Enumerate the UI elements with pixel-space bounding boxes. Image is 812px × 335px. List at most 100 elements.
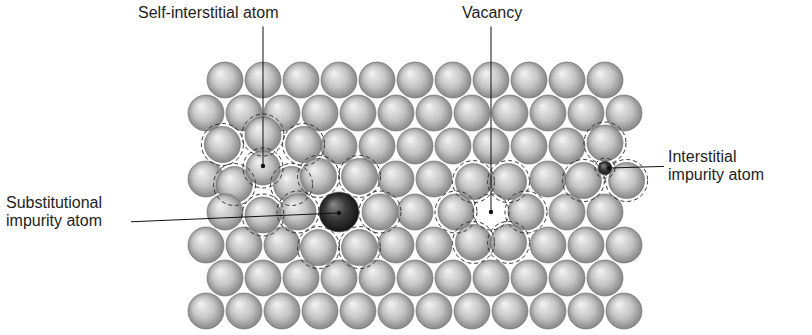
leader-dot — [261, 164, 265, 168]
strain-outline — [242, 194, 284, 236]
host-atom — [454, 293, 490, 329]
host-atom — [606, 293, 642, 329]
strain-outline — [488, 221, 530, 263]
host-atom — [245, 197, 281, 233]
host-atom — [397, 260, 433, 296]
host-atom — [341, 230, 377, 266]
host-atom — [416, 161, 452, 197]
host-atom — [416, 293, 452, 329]
strain-outline — [283, 123, 325, 165]
host-atom — [492, 95, 528, 131]
leader-line — [491, 26, 492, 212]
host-atom — [549, 194, 585, 230]
host-atom — [340, 95, 376, 131]
strain-outline — [505, 191, 547, 233]
host-atom — [435, 128, 471, 164]
callout-label: Self-interstitial atom — [138, 4, 279, 22]
host-atom — [301, 230, 337, 266]
host-atom — [204, 126, 240, 162]
host-atom — [286, 126, 322, 162]
host-atom — [568, 95, 604, 131]
host-atom — [245, 260, 281, 296]
host-atom — [302, 95, 338, 131]
host-atom — [188, 227, 224, 263]
host-atom — [508, 194, 544, 230]
host-atom — [491, 164, 527, 200]
host-atom — [264, 293, 300, 329]
host-atom — [416, 95, 452, 131]
host-atom — [549, 62, 585, 98]
host-atom — [378, 293, 414, 329]
strain-outline — [584, 122, 626, 164]
host-atom — [188, 95, 224, 131]
leader-dot — [489, 210, 493, 214]
host-atom — [302, 293, 338, 329]
host-atom — [587, 260, 623, 296]
host-atom — [511, 62, 547, 98]
host-atom — [359, 128, 395, 164]
host-atom — [397, 128, 433, 164]
callout-label: Interstitial impurity atom — [668, 148, 790, 185]
host-atom — [549, 260, 585, 296]
leader-dot — [337, 211, 341, 215]
host-atom — [397, 194, 433, 230]
host-atom — [226, 227, 262, 263]
host-atom — [283, 62, 319, 98]
host-atom — [301, 158, 337, 194]
host-atom — [283, 260, 319, 296]
strain-outline — [488, 161, 530, 203]
host-atom — [321, 62, 357, 98]
host-atom — [207, 260, 243, 296]
host-atom — [530, 95, 566, 131]
host-atom — [530, 227, 566, 263]
host-atom — [568, 293, 604, 329]
strain-outline — [562, 160, 604, 202]
host-atom — [473, 260, 509, 296]
host-atom — [530, 293, 566, 329]
host-atom — [416, 227, 452, 263]
host-atom — [321, 128, 357, 164]
strain-outline — [277, 191, 319, 233]
leader-dot — [607, 166, 611, 170]
callout-label: Vacancy — [462, 4, 522, 22]
strain-outline — [435, 191, 477, 233]
host-atom — [397, 62, 433, 98]
host-atom — [207, 62, 243, 98]
host-atom — [511, 128, 547, 164]
host-atom — [455, 224, 491, 260]
strain-outline — [452, 221, 494, 263]
host-atom — [340, 293, 376, 329]
host-atom — [280, 194, 316, 230]
strain-outline — [338, 227, 380, 269]
host-atom — [454, 95, 490, 131]
host-atom — [587, 62, 623, 98]
strain-outline — [452, 161, 494, 203]
host-atom — [530, 161, 566, 197]
leader-line — [609, 166, 664, 168]
leader-line — [131, 213, 339, 222]
host-atom — [549, 128, 585, 164]
leader-line — [263, 26, 264, 166]
strain-outline — [338, 155, 380, 197]
host-atom — [359, 260, 395, 296]
host-atom — [606, 227, 642, 263]
host-atom — [435, 62, 471, 98]
strain-outline — [213, 164, 255, 206]
host-atom — [511, 260, 547, 296]
host-atom — [587, 125, 623, 161]
host-atom — [188, 293, 224, 329]
host-atom — [492, 293, 528, 329]
host-atom — [435, 260, 471, 296]
substitutional-atom — [319, 192, 359, 232]
callout-label: Substitutional impurity atom — [6, 194, 126, 231]
host-atom — [321, 260, 357, 296]
strain-outline — [606, 160, 648, 202]
strain-outline — [201, 123, 243, 165]
host-atom — [606, 95, 642, 131]
host-atom — [207, 194, 243, 230]
host-atom — [226, 293, 262, 329]
host-atom — [359, 62, 395, 98]
host-atom — [565, 163, 601, 199]
strain-outline — [298, 227, 340, 269]
host-atom — [362, 194, 398, 230]
